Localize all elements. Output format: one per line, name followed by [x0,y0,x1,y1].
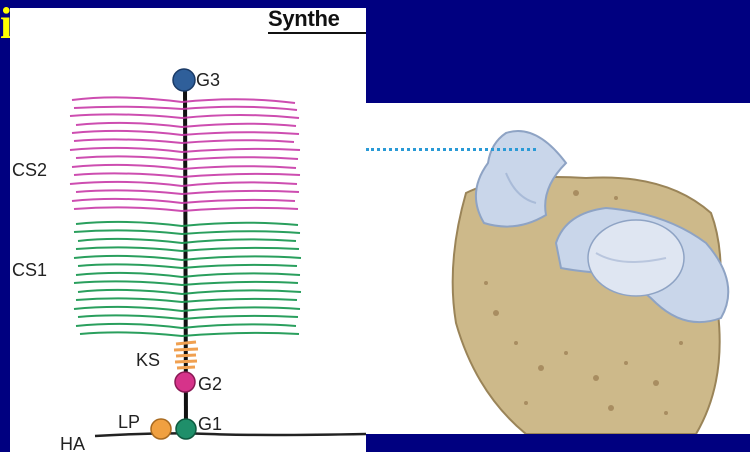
g1-domain-ball [176,419,196,439]
tibial-plateau-cartilage [588,220,684,296]
label-g2: G2 [198,374,222,395]
knee-illustration-svg [366,103,750,434]
g3-domain-ball [173,69,195,91]
label-ha: HA [60,434,85,452]
lp-ball [151,419,171,439]
g2-domain-ball [175,372,195,392]
aggrecan-molecule [10,8,366,452]
label-ks: KS [136,350,160,371]
label-cs1: CS1 [12,260,47,281]
label-g1: G1 [198,414,222,435]
knee-meniscus-illustration [366,103,750,434]
dotted-connector-line [366,148,536,151]
hyaluronan-strand [95,433,366,436]
label-lp: LP [118,412,140,433]
label-g3: G3 [196,70,220,91]
aggrecan-diagram-panel: Synthe [10,8,366,452]
label-cs2: CS2 [12,160,47,181]
